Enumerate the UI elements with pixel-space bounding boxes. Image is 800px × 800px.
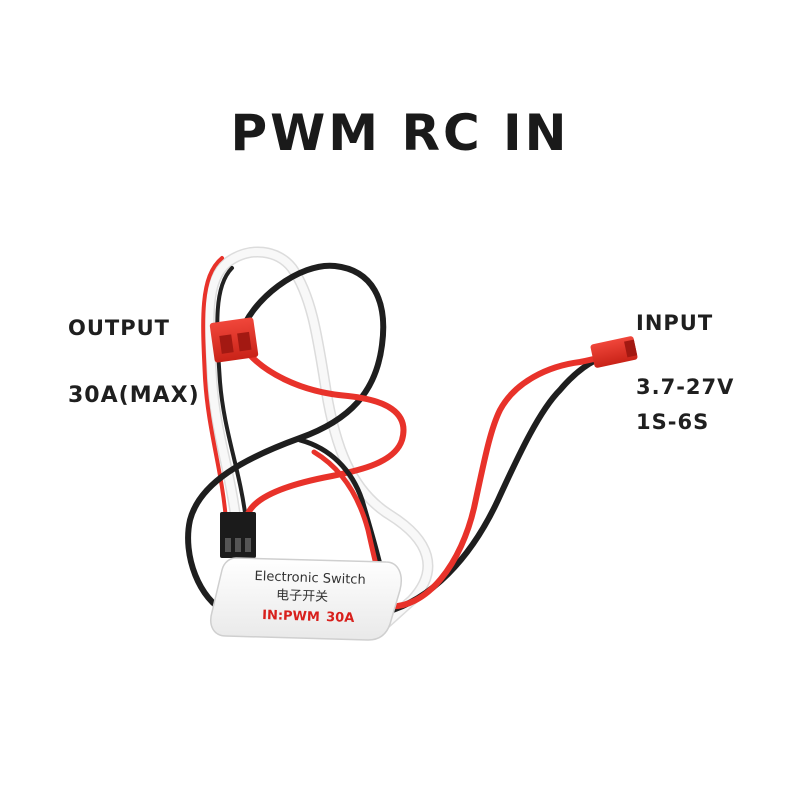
module-mode: IN:PWM — [262, 608, 320, 625]
input-label: INPUT — [636, 311, 714, 335]
output-connector — [209, 317, 259, 363]
output-label: OUTPUT — [68, 316, 170, 340]
switch-module: Electronic Switch 电子开关 IN:PWM 30A — [210, 557, 402, 641]
module-name: Electronic Switch — [254, 569, 366, 588]
input-voltage: 3.7-27V — [636, 375, 735, 399]
output-rating: 30A(MAX) — [68, 383, 200, 408]
title: PWM RC IN — [230, 104, 570, 162]
input-connector — [590, 336, 638, 368]
servo-plug — [220, 512, 256, 558]
module-name-cn: 电子开关 — [276, 588, 329, 605]
module-current: 30A — [326, 610, 355, 626]
input-cells: 1S-6S — [636, 410, 710, 434]
